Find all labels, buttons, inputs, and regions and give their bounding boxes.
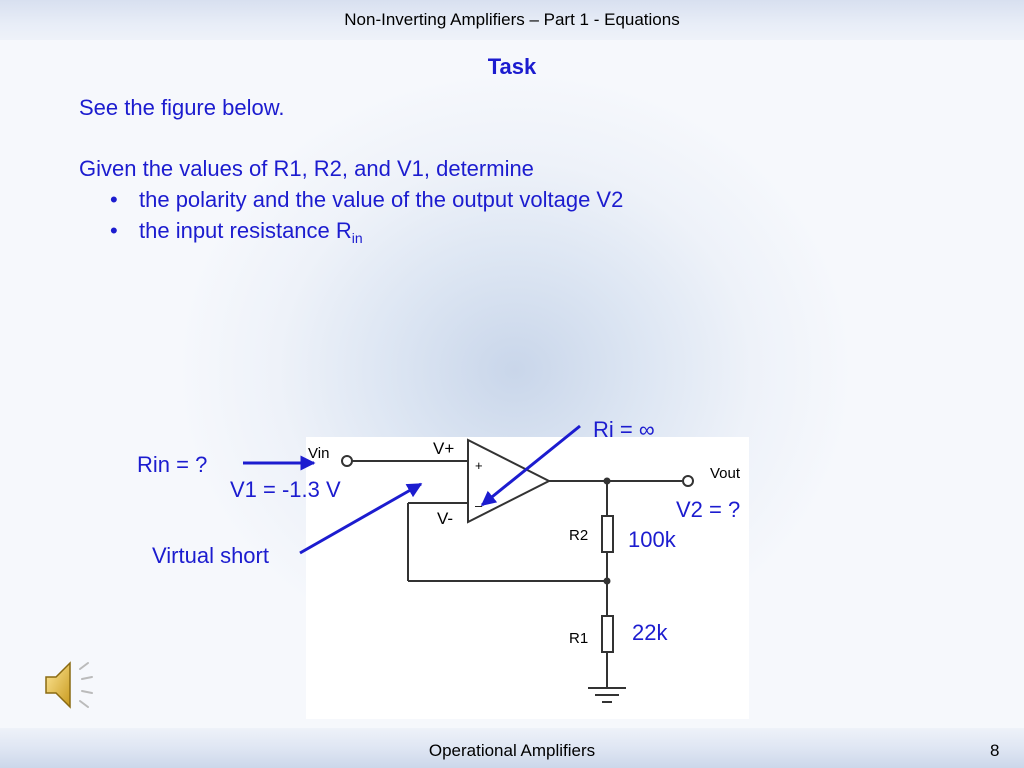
r1-label: R1 (569, 630, 588, 647)
vminus-label: V- (437, 509, 453, 528)
vplus-label: V+ (433, 439, 454, 458)
given-text: Given the values of R1, R2, and V1, dete… (79, 156, 534, 181)
ri-arrow (480, 424, 581, 507)
bullet-marker: • (110, 218, 118, 243)
bullet-marker: • (110, 187, 118, 212)
vin-terminal (341, 455, 353, 467)
r2-label: R2 (569, 527, 588, 544)
v1-annotation: V1 = -1.3 V (230, 477, 341, 502)
opamp-minus-sign: – (475, 498, 483, 513)
bullet-text: the polarity and the value of the output… (139, 187, 624, 212)
bullet-item-input-resistance: • the input resistance Rin (110, 218, 363, 246)
output-junction-dot (603, 477, 611, 485)
footer-bar (0, 728, 1024, 768)
slide-number: 8 (990, 741, 1000, 760)
bullet-subscript: in (351, 230, 363, 246)
opamp-plus-sign: + (475, 458, 483, 473)
r1-resistor (601, 615, 614, 653)
header-bar (0, 0, 1024, 40)
bullet-item-output-voltage: • the polarity and the value of the outpu… (110, 187, 623, 213)
intro-text: See the figure below. (79, 95, 285, 120)
header-title: Non-Inverting Amplifiers – Part 1 - Equa… (344, 10, 680, 29)
r2-resistor (601, 515, 614, 553)
ri-annotation: Ri = ∞ (593, 417, 655, 442)
bullet-text: the input resistance R (139, 218, 352, 243)
virtual-short-arrow (299, 482, 423, 555)
virtual-short-annotation: Virtual short (152, 543, 269, 568)
speaker-icon[interactable] (40, 655, 100, 715)
vout-label: Vout (710, 465, 741, 482)
r1-value: 22k (632, 620, 668, 645)
v2-annotation: V2 = ? (676, 497, 740, 522)
r2-value: 100k (628, 527, 677, 552)
feedback-junction-dot (603, 577, 611, 585)
vout-terminal (682, 475, 694, 487)
rin-annotation: Rin = ? (137, 452, 207, 477)
footer-title: Operational Amplifiers (428, 741, 596, 760)
vin-label: Vin (308, 445, 329, 462)
slide-heading: Task (487, 54, 537, 79)
